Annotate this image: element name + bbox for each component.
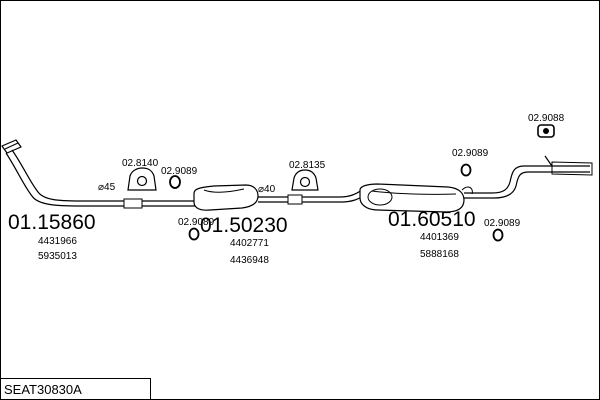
front-pipe-extension — [142, 200, 196, 207]
middle-silencer-seam — [203, 188, 245, 193]
ring-rear-top[interactable] — [460, 163, 472, 177]
rear-silencer-end-cap — [367, 188, 393, 206]
hanger-tail-number: 02.9088 — [528, 113, 565, 124]
front-pipe-body-bottom — [5, 152, 124, 207]
rear-silencer-part[interactable] — [302, 155, 593, 213]
rear-silencer-inlet — [302, 189, 365, 203]
middle-silencer-number: 01.50230 — [200, 214, 288, 237]
front-pipe-ref-2: 5935013 — [38, 251, 77, 262]
rear-hook — [461, 186, 473, 195]
ring-rear-top-number: 02.9089 — [452, 148, 489, 159]
rear-silencer-number: 01.60510 — [388, 208, 476, 231]
tail-tip — [551, 161, 593, 176]
hanger-middle-number: 02.8135 — [289, 160, 326, 171]
ring-front-bottom[interactable] — [188, 227, 200, 241]
hanger-middle-body — [291, 169, 319, 191]
hanger-front-body — [127, 167, 157, 191]
hanger-tail-hole — [543, 128, 549, 134]
front-pipe-ref-1: 4431966 — [38, 236, 77, 247]
ring-front-top-number: 02.9089 — [161, 166, 198, 177]
front-pipe-number: 01.15860 — [8, 211, 96, 234]
front-pipe-part[interactable] — [1, 139, 196, 209]
hanger-middle[interactable] — [291, 169, 319, 191]
front-diameter-label: ⌀45 — [98, 182, 116, 193]
middle-silencer-body — [193, 184, 259, 211]
tail-pipe-top — [464, 165, 590, 194]
rear-silencer-ref-2: 5888168 — [420, 249, 459, 260]
rear-silencer-seam — [371, 190, 457, 195]
hanger-middle-hole — [299, 176, 311, 188]
hanger-front-hole — [136, 175, 148, 187]
tail-pipe-bottom — [464, 171, 590, 199]
ring-front-top[interactable] — [169, 175, 181, 189]
middle-diameter-label: ⌀40 — [258, 184, 276, 195]
middle-silencer-part[interactable] — [193, 184, 303, 211]
front-pipe-body-top — [11, 149, 124, 202]
ring-rear-bottom[interactable] — [492, 228, 504, 242]
middle-pipe-sleeve — [287, 194, 303, 205]
rear-silencer-body — [359, 183, 465, 213]
front-pipe-flange-detail — [4, 142, 19, 150]
middle-silencer-ref-1: 4402771 — [230, 238, 269, 249]
ring-front-bottom-number: 02.9089 — [178, 217, 215, 228]
front-pipe-sleeve — [123, 198, 143, 209]
ring-rear-bottom-number: 02.9089 — [484, 218, 521, 229]
title-box-label: SEAT30830A — [4, 382, 82, 397]
hanger-front-number: 02.8140 — [122, 158, 159, 169]
tail-hanger-stub — [544, 155, 553, 167]
hanger-tail[interactable] — [537, 124, 555, 138]
middle-silencer-ref-2: 4436948 — [230, 255, 269, 266]
rear-silencer-ref-1: 4401369 — [420, 232, 459, 243]
front-pipe-flange — [1, 139, 22, 154]
hanger-front[interactable] — [127, 167, 157, 191]
